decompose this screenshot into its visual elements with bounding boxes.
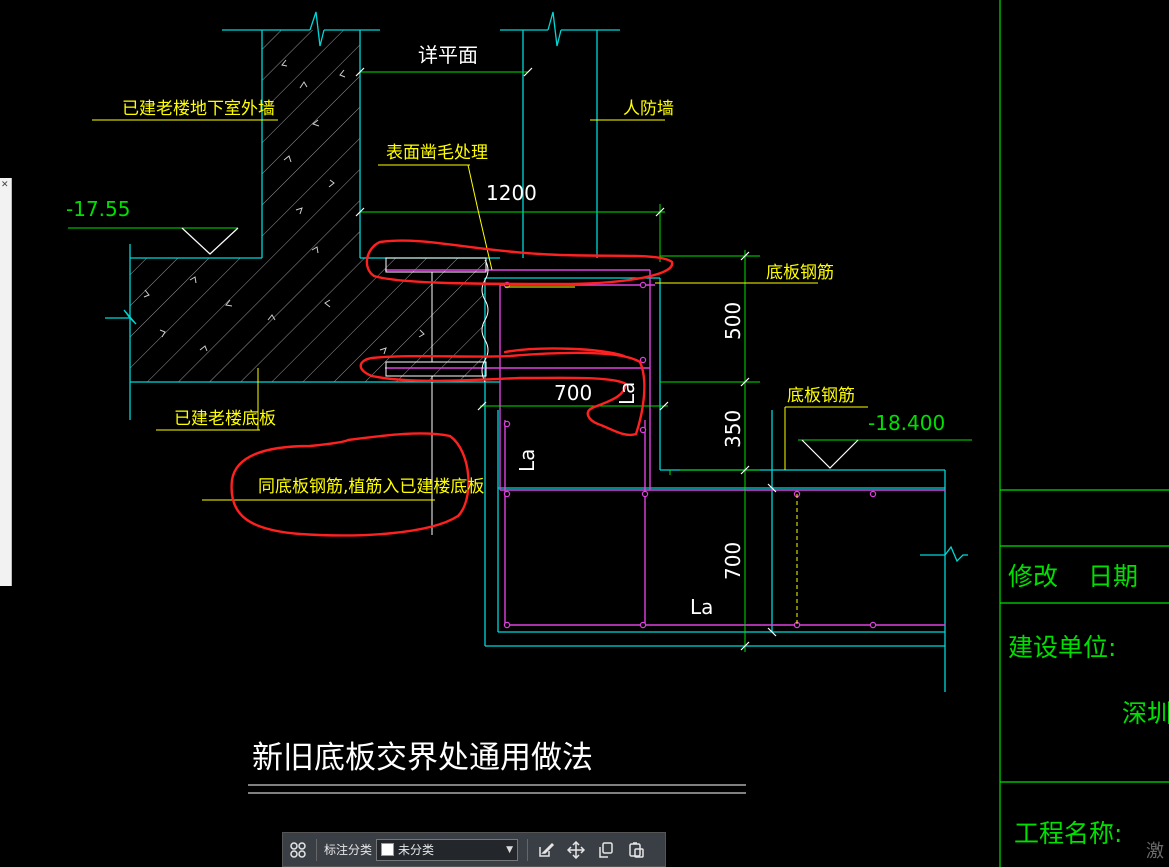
title-block-client-label: 建设单位: bbox=[1008, 633, 1116, 662]
annotation-toolbar: 标注分类 未分类 ▼ bbox=[282, 832, 666, 867]
grid-icon[interactable] bbox=[283, 836, 313, 864]
rebar-dots bbox=[503, 281, 877, 629]
anchor-bars bbox=[385, 257, 487, 535]
dimension-lines bbox=[68, 71, 972, 652]
elevation-markers bbox=[181, 227, 859, 469]
dim-350: 350 bbox=[721, 410, 745, 448]
category-select[interactable]: 未分类 ▼ bbox=[376, 838, 519, 861]
title-block-project-label: 工程名称: bbox=[1014, 819, 1122, 848]
la-label-1: La bbox=[615, 382, 639, 405]
label-slab-rebar-top: 底板钢筋 bbox=[766, 263, 834, 283]
la-label-3: La bbox=[690, 595, 713, 619]
label-old-basement-wall: 已建老楼地下室外墙 bbox=[122, 99, 275, 119]
red-markups bbox=[230, 239, 674, 537]
dim-700-horizontal: 700 bbox=[554, 381, 592, 405]
title-block-client-value: 深圳 bbox=[1122, 699, 1169, 728]
toolbar-separator bbox=[527, 838, 529, 861]
old-concrete bbox=[130, 30, 485, 382]
dim-500: 500 bbox=[721, 302, 745, 340]
watermark-text: 激 bbox=[1146, 841, 1164, 862]
elevation-right: -18.400 bbox=[868, 411, 945, 435]
label-rebar-note: 同底板钢筋,植筋入已建楼底板 bbox=[258, 477, 484, 497]
rebar bbox=[385, 269, 945, 626]
close-icon[interactable]: ✕ bbox=[1, 180, 9, 190]
category-label: 标注分类 bbox=[324, 843, 373, 857]
la-label-2: La bbox=[515, 449, 539, 472]
title-block-revision: 修改 bbox=[1008, 562, 1058, 591]
copy-icon[interactable] bbox=[591, 836, 621, 864]
rough-surface bbox=[481, 259, 489, 383]
side-panel-tab[interactable]: ✕ bbox=[0, 178, 12, 586]
chevron-down-icon: ▼ bbox=[506, 844, 514, 855]
dimension-ticks bbox=[355, 67, 777, 651]
dim-700-vertical: 700 bbox=[721, 542, 745, 580]
label-surface-roughening: 表面凿毛处理 bbox=[386, 143, 488, 163]
title-block-frame bbox=[999, 0, 1169, 867]
category-select-value: 未分类 bbox=[398, 843, 435, 857]
leader-lines bbox=[92, 119, 868, 501]
title-block-date: 日期 bbox=[1088, 562, 1138, 591]
dim-1200: 1200 bbox=[486, 181, 537, 205]
label-detail-plan: 详平面 bbox=[418, 43, 478, 67]
elevation-left: -17.55 bbox=[66, 197, 130, 221]
paste-icon[interactable] bbox=[621, 836, 651, 864]
label-slab-rebar-right: 底板钢筋 bbox=[787, 386, 855, 406]
drawing-title: 新旧底板交界处通用做法 bbox=[252, 740, 593, 776]
color-swatch bbox=[381, 843, 395, 856]
label-civil-defense-wall: 人防墙 bbox=[623, 99, 674, 119]
edit-icon[interactable] bbox=[531, 836, 561, 864]
move-icon[interactable] bbox=[561, 836, 591, 864]
label-old-slab: 已建老楼底板 bbox=[174, 409, 276, 429]
toolbar-separator bbox=[316, 838, 317, 861]
title-underline bbox=[248, 784, 746, 794]
